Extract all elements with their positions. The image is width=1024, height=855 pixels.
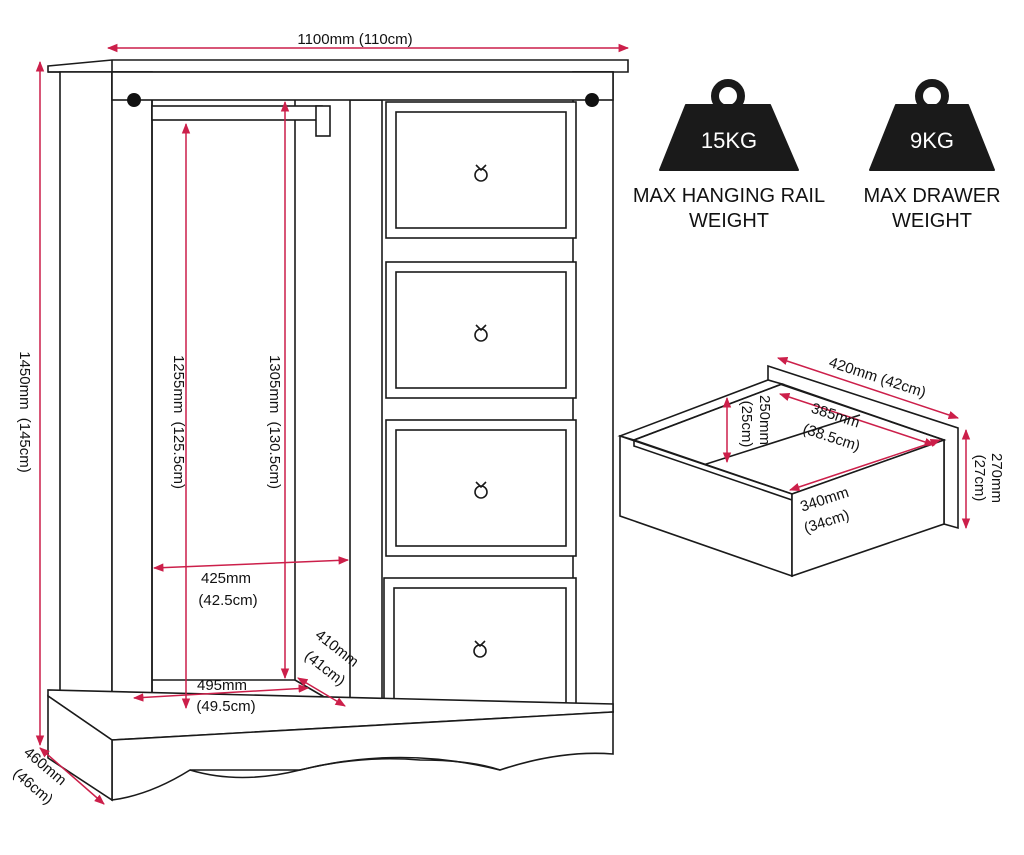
dowel-dot [585, 93, 599, 107]
weight-icon [869, 79, 995, 171]
drawer-front [383, 577, 577, 715]
interior-depth-cm: (49.5cm) [196, 698, 255, 715]
drawer-weight-badge: 9KG MAX DRAWER WEIGHT [863, 79, 1001, 232]
overall-width-label: 1100mm (110cm) [297, 31, 412, 48]
interior-width-cm: (42.5cm) [198, 592, 257, 609]
drawer-outer-height-mm: 270mm [988, 453, 1005, 503]
drawer-inner-height-mm: 250mm [756, 395, 773, 445]
interior-depth-mm: 495mm [197, 677, 247, 694]
rail-weight-badge: 15KG MAX HANGING RAIL WEIGHT [633, 79, 825, 232]
rail-weight-label-line1: MAX HANGING RAIL [633, 185, 825, 207]
drawer-inner-height-cm: (25cm) [738, 401, 755, 448]
overall-height-label: 1450mm (145cm) [16, 351, 33, 473]
drawer-front [385, 261, 577, 399]
interior-height-cm: (130.5cm) [266, 422, 283, 490]
rail-weight-label-line2: WEIGHT [689, 210, 769, 232]
drawer-outer-height-cm: (27cm) [971, 455, 988, 502]
rail-height-cm: (125.5cm) [170, 422, 187, 490]
rail-weight-value: 15KG [701, 128, 757, 153]
interior-width-mm: 425mm [201, 570, 251, 587]
drawer-weight-label-line1: MAX DRAWER [863, 185, 1000, 207]
interior-height-label: 1305mm (130.5cm) [266, 355, 283, 489]
dowel-dot [127, 93, 141, 107]
overall-height-mm: 1450mm [16, 351, 33, 409]
drawer-front [385, 101, 577, 239]
overall-height-cm: (145cm) [16, 418, 33, 473]
drawer-dimension-lines [722, 357, 971, 530]
drawer-weight-value: 9KG [910, 128, 954, 153]
drawer-front [385, 419, 577, 557]
weight-icon [659, 79, 799, 171]
cabinet-dimension-lines [35, 43, 630, 805]
rail-height-mm: 1255mm [170, 355, 187, 413]
wardrobe-cabinet [47, 59, 629, 802]
rail-height-label: 1255mm (125.5cm) [170, 355, 187, 489]
drawer-weight-label-line2: WEIGHT [892, 210, 972, 232]
interior-height-mm: 1305mm [266, 355, 283, 413]
